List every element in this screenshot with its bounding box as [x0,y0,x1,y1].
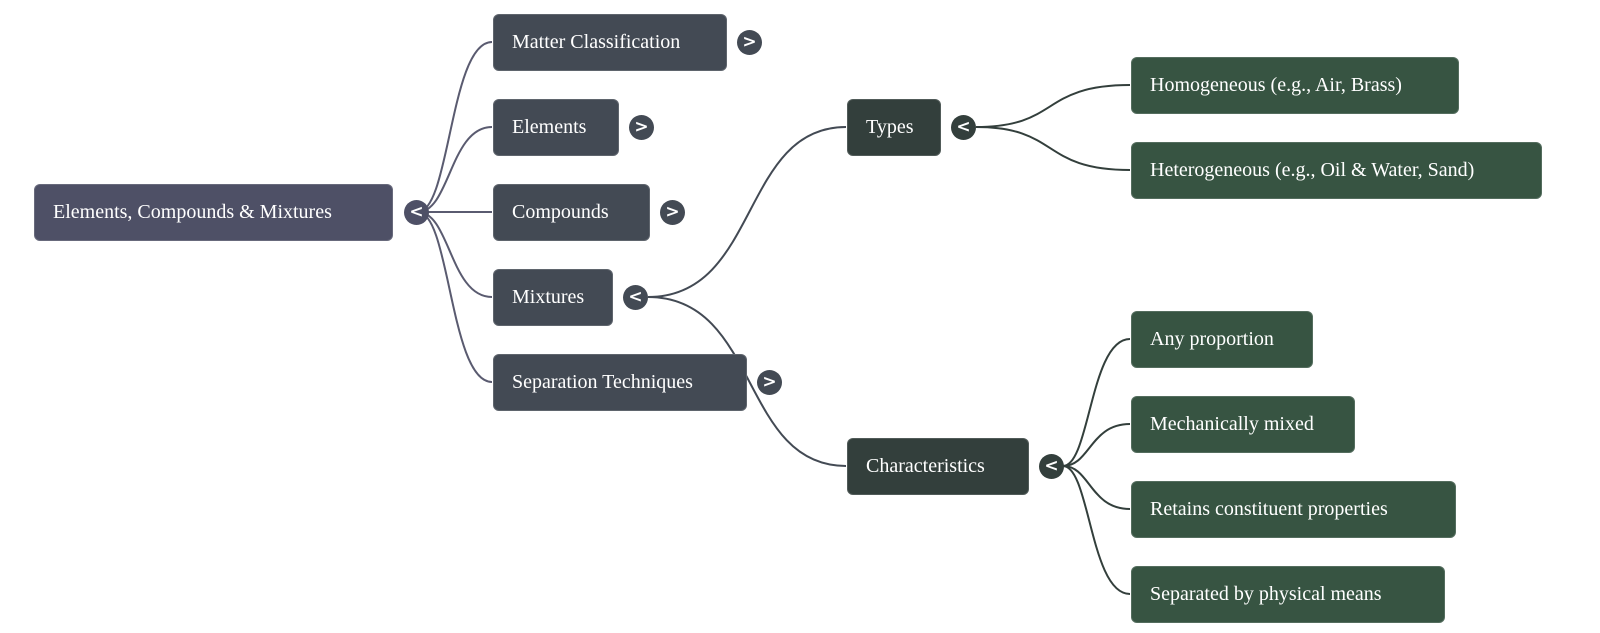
types-collapse-toggle[interactable]: < [951,115,976,140]
node-mixtures[interactable]: Mixtures [493,269,613,326]
node-homogeneous[interactable]: Homogeneous (e.g., Air, Brass) [1131,57,1459,114]
node-characteristics[interactable]: Characteristics [847,438,1029,495]
link-char-any-proportion [1062,338,1131,467]
node-separation-techniques[interactable]: Separation Techniques [493,354,747,411]
node-matter-classification[interactable]: Matter Classification [493,14,727,71]
link-char-retains [1062,465,1131,510]
link-mixtures-characteristics [647,296,847,467]
link-root-matter-classification [417,41,493,213]
matter-classification-expand-toggle[interactable]: > [737,30,762,55]
compounds-expand-toggle[interactable]: > [660,200,685,225]
link-char-mechanically-mixed [1062,423,1131,467]
node-separated-by-physical-means[interactable]: Separated by physical means [1131,566,1445,623]
root-collapse-toggle[interactable]: < [404,200,429,225]
node-types[interactable]: Types [847,99,941,156]
link-root-elements [417,126,493,213]
link-root-mixtures [417,211,493,298]
node-heterogeneous[interactable]: Heterogeneous (e.g., Oil & Water, Sand) [1131,142,1542,199]
root-node[interactable]: Elements, Compounds & Mixtures [34,184,393,241]
node-any-proportion[interactable]: Any proportion [1131,311,1313,368]
node-compounds[interactable]: Compounds [493,184,650,241]
link-root-separation [417,211,493,383]
node-elements[interactable]: Elements [493,99,619,156]
link-char-separated [1062,465,1131,595]
node-mechanically-mixed[interactable]: Mechanically mixed [1131,396,1355,453]
separation-techniques-expand-toggle[interactable]: > [757,370,782,395]
link-mixtures-types [647,126,847,298]
node-retains-constituent-properties[interactable]: Retains constituent properties [1131,481,1456,538]
link-types-homogeneous [975,84,1131,128]
elements-expand-toggle[interactable]: > [629,115,654,140]
characteristics-collapse-toggle[interactable]: < [1039,454,1064,479]
link-types-heterogeneous [975,126,1131,171]
mixtures-collapse-toggle[interactable]: < [623,285,648,310]
